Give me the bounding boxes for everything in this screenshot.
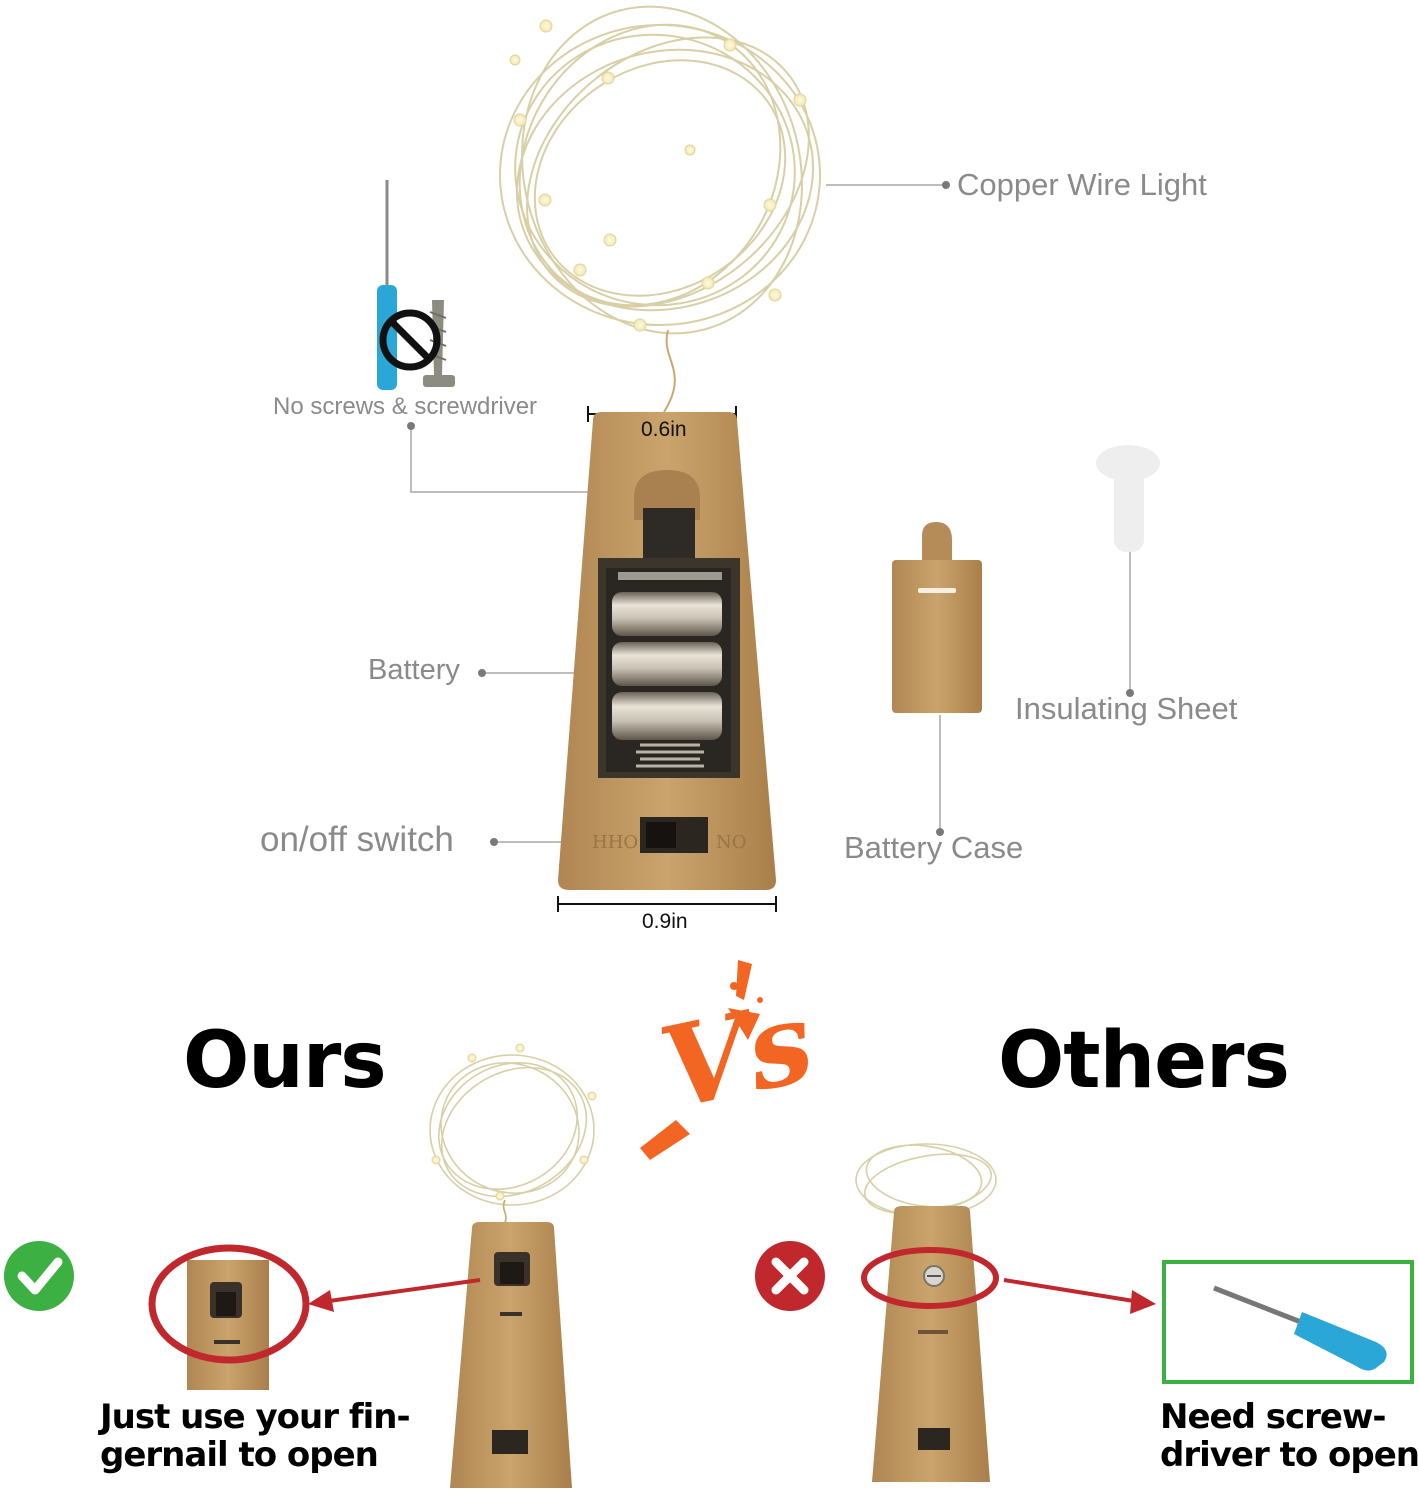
on-off-switch-label: on/off switch — [260, 820, 454, 859]
copper-wire-coil — [499, 5, 821, 413]
insulating-sheet-label: Insulating Sheet — [1015, 691, 1238, 726]
ours-zoom-detail — [148, 1244, 310, 1390]
ours-caption-line-2: gernail to open — [100, 1435, 379, 1476]
battery-case — [892, 522, 982, 713]
no-sign-icon — [379, 309, 441, 371]
others-arrow — [1003, 1278, 1156, 1314]
ours-arrow — [308, 1278, 481, 1312]
bottom-width-label: 0.9in — [642, 910, 688, 933]
others-caption: Need screw- driver to open — [1160, 1398, 1419, 1474]
others-cork — [861, 1206, 999, 1482]
others-caption-line-2: driver to open — [1160, 1435, 1419, 1476]
check-circle-icon — [4, 1241, 74, 1311]
no-screws-label: No screws & screwdriver — [273, 393, 538, 420]
others-caption-line-1: Need screw- — [1160, 1397, 1387, 1437]
ours-caption: Just use your fin- gernail to open — [100, 1397, 411, 1476]
top-width-label: 0.6in — [641, 418, 687, 441]
battery-label: Battery — [368, 654, 460, 686]
others-title: Others — [998, 1016, 1290, 1106]
screwdriver-box — [1162, 1260, 1414, 1384]
copper-wire-light-label: Copper Wire Light — [957, 167, 1207, 202]
battery-case-label: Battery Case — [844, 830, 1024, 865]
ours-caption-line-1: Just use your fin- — [100, 1397, 411, 1437]
insulating-sheet — [1096, 445, 1160, 552]
leader-lines — [407, 181, 1134, 846]
ours-led-beads — [431, 1043, 597, 1201]
svg-text:NO: NO — [716, 832, 747, 853]
ours-wire-coil — [429, 1054, 595, 1225]
vs-splatter — [640, 960, 763, 1160]
led-beads — [509, 19, 807, 332]
ours-cork — [450, 1222, 572, 1488]
ours-title: Ours — [183, 1016, 387, 1106]
svg-text:HHO: HHO — [592, 832, 638, 853]
x-circle-icon — [755, 1241, 825, 1311]
cork-main: HHO NO — [558, 412, 776, 890]
